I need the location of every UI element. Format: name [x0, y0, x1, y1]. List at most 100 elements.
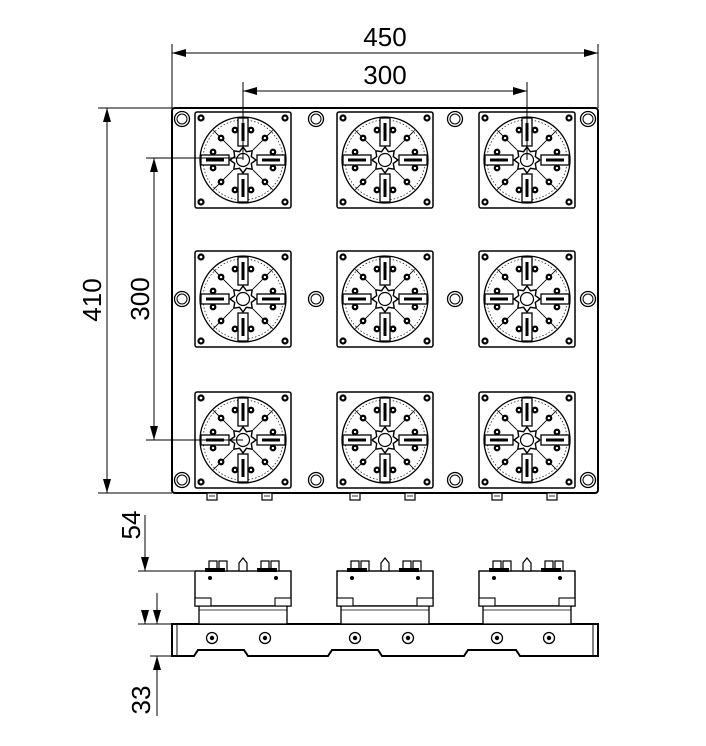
chuck-module	[194, 250, 292, 348]
clamp-screw-center	[271, 166, 275, 170]
corner-bolt-center	[283, 116, 287, 120]
jaw-slot-core	[206, 158, 224, 162]
corner-bolt-center	[567, 200, 571, 204]
jaw-slot-core	[262, 297, 280, 301]
plate-stud	[491, 492, 503, 501]
clamp-screw-center	[495, 166, 499, 170]
jaw-slot-core	[546, 438, 564, 442]
clamp-screw-center	[533, 188, 537, 192]
clamp-screw-center	[249, 128, 253, 132]
center-star	[228, 284, 258, 314]
mounting-hole-inner	[310, 474, 322, 486]
side-jaw-plate	[541, 568, 561, 572]
mounting-hole	[446, 110, 464, 128]
side-chuck-foot	[478, 597, 496, 607]
clamp-screw-center	[263, 180, 267, 184]
clamp-screw-center	[405, 416, 409, 420]
dim-label-300-horizontal: 300	[363, 60, 406, 90]
jaw-slot-core	[383, 403, 387, 421]
mounting-hole-inner	[449, 474, 461, 486]
clamp-screw-center	[375, 267, 379, 271]
clamp-screw-center	[353, 166, 357, 170]
clamp-screw-center	[211, 430, 215, 434]
side-center-pin	[380, 557, 390, 572]
corner-bolt-center	[341, 480, 345, 484]
side-chuck	[336, 557, 434, 625]
clamp-screw-center	[391, 408, 395, 412]
clamp-screw-center	[547, 460, 551, 464]
corner-bolt-center	[483, 480, 487, 484]
plate-stud	[261, 492, 273, 501]
clamp-screw-center	[547, 275, 551, 279]
center-bore	[377, 152, 393, 168]
clamp-screw-center	[503, 180, 507, 184]
side-chuck-base	[482, 605, 572, 625]
mounting-hole-inner	[449, 293, 461, 305]
center-star	[370, 425, 400, 455]
side-hole	[205, 631, 219, 645]
mounting-hole	[307, 290, 325, 308]
clamp-screw-center	[353, 150, 357, 154]
corner-bolt-center	[483, 339, 487, 343]
mounting-hole	[579, 471, 597, 489]
jaw-slot-core	[206, 297, 224, 301]
side-chuck-base	[198, 605, 288, 625]
corner-bolt-center	[567, 339, 571, 343]
jaw-slot-core	[383, 179, 387, 197]
side-hole	[401, 631, 415, 645]
side-view	[171, 557, 599, 657]
clamp-screw-center	[405, 275, 409, 279]
clamp-screw-center	[233, 468, 237, 472]
corner-bolt-center	[199, 116, 203, 120]
clamp-screw-center	[517, 408, 521, 412]
clamp-screw-center	[503, 319, 507, 323]
clamp-screw-center	[517, 188, 521, 192]
clamp-screw-center	[495, 289, 499, 293]
clamp-screw-center	[503, 416, 507, 420]
clamp-screw-center	[233, 188, 237, 192]
clamp-screw-center	[271, 446, 275, 450]
corner-bolt-center	[199, 200, 203, 204]
jaw-slot-core	[241, 318, 245, 336]
clamp-screw-center	[249, 408, 253, 412]
clamp-screw-center	[219, 275, 223, 279]
clamp-screw-center	[375, 128, 379, 132]
jaw-slot-core	[241, 262, 245, 280]
clamp-screw-center	[413, 166, 417, 170]
mounting-hole	[307, 471, 325, 489]
corner-bolt-center	[567, 480, 571, 484]
side-jaw-plate	[347, 568, 367, 572]
center-star	[512, 284, 542, 314]
clamp-screw-center	[555, 305, 559, 309]
center-bore	[519, 432, 535, 448]
clamp-screw-center	[391, 327, 395, 331]
clamp-screw-center	[233, 267, 237, 271]
clamp-screw-center	[547, 136, 551, 140]
side-hole	[490, 631, 504, 645]
chuck-module	[478, 250, 576, 348]
side-dot	[558, 576, 562, 580]
chuck-grid	[194, 111, 576, 489]
clamp-screw-center	[375, 408, 379, 412]
jaw-slot-core	[383, 459, 387, 477]
plate-stud	[349, 492, 361, 501]
mounting-hole	[173, 110, 191, 128]
dim-label-54: 54	[116, 511, 146, 540]
clamp-screw-center	[405, 180, 409, 184]
clamp-screw-center	[353, 430, 357, 434]
side-hole-center	[209, 635, 215, 641]
dim-label-300-vertical: 300	[125, 277, 155, 320]
clamp-screw-center	[375, 468, 379, 472]
clamp-screw-center	[233, 327, 237, 331]
corner-bolt-center	[425, 480, 429, 484]
base-plate-plan	[171, 107, 599, 494]
corner-bolt-center	[283, 480, 287, 484]
side-hole-center	[405, 635, 411, 641]
clamp-screw-center	[361, 275, 365, 279]
clamp-screw-center	[547, 319, 551, 323]
center-star	[512, 425, 542, 455]
mounting-hole-inner	[176, 293, 188, 305]
side-chuck-base	[340, 605, 430, 625]
jaw-slot-core	[383, 318, 387, 336]
clamp-screw-center	[413, 430, 417, 434]
